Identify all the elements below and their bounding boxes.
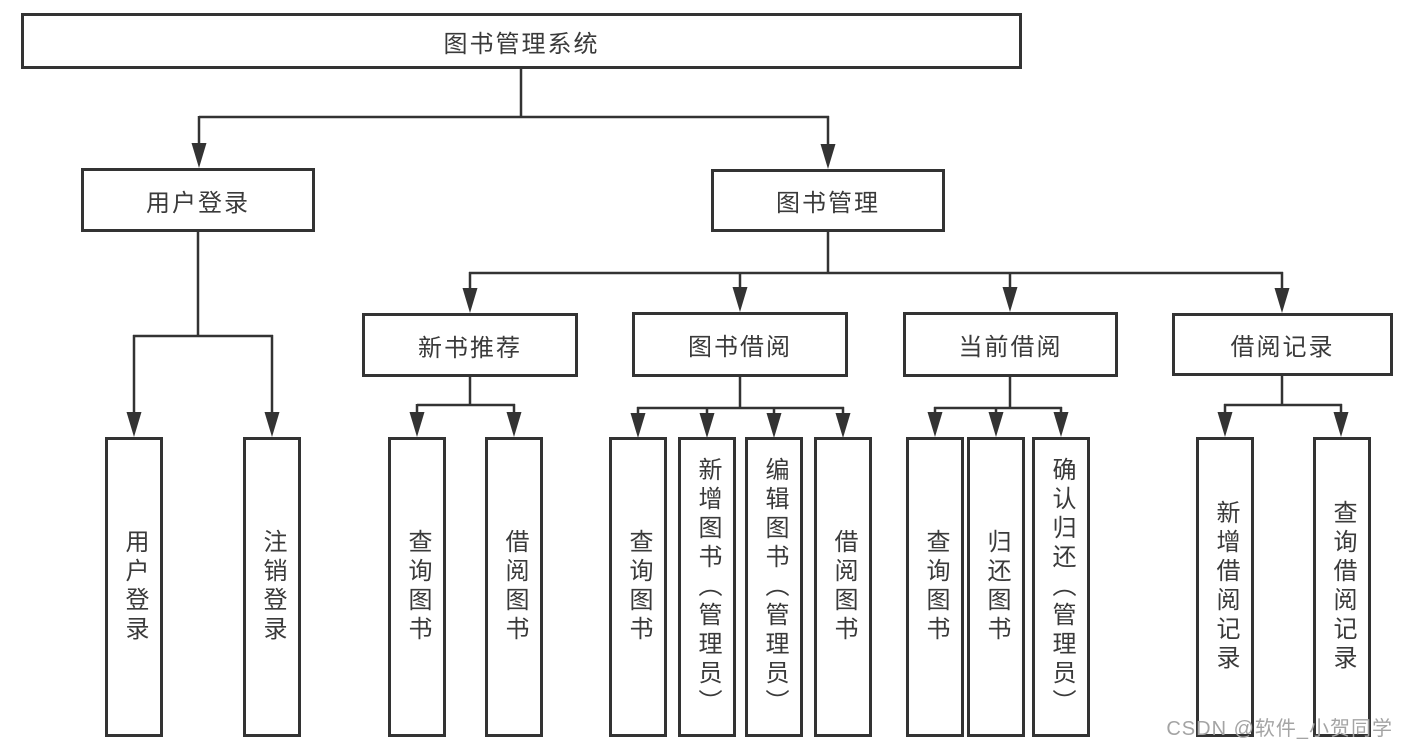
leaf-add-books-admin: 新增图书（管理员） [678,437,736,737]
arrowhead-icon [1333,412,1349,437]
node-book-borrow: 图书借阅 [632,312,848,377]
node-root: 图书管理系统 [21,13,1022,69]
node-label: 借阅记录 [1230,334,1335,361]
leaf-borrow-books-recommend: 借阅图书 [485,437,543,737]
node-label: 图书管理 [776,190,880,217]
node-label: 确认归还（管理员） [1048,456,1075,718]
arrowhead-icon [1217,412,1233,437]
arrowhead-icon [264,412,280,437]
arrowhead-icon [927,412,943,437]
node-label: 归还图书 [983,529,1010,645]
arrowhead-icon [835,413,851,438]
node-label: 编辑图书（管理员） [761,456,788,718]
node-label: 新书推荐 [418,334,522,362]
arrowhead-icon [191,143,207,168]
node-label: 新增借阅记录 [1212,500,1239,674]
leaf-query-books-recommend: 查询图书 [388,437,446,737]
leaf-user-login: 用户登录 [105,437,163,737]
node-current-borrow: 当前借阅 [903,312,1118,377]
node-label: 用户登录 [121,529,148,645]
arrowhead-icon [126,412,142,437]
node-label: 查询图书 [922,529,949,645]
node-user-login: 用户登录 [81,168,315,232]
node-label: 借阅图书 [501,529,528,645]
arrowhead-icon [630,413,646,438]
arrowhead-icon [1053,412,1069,437]
arrowhead-icon [732,287,748,312]
node-label: 当前借阅 [958,334,1063,361]
leaf-query-borrow-record: 查询借阅记录 [1313,437,1371,737]
leaf-confirm-return-admin: 确认归还（管理员） [1032,437,1090,737]
arrowhead-icon [766,413,782,438]
node-label: 借阅图书 [830,529,857,645]
arrowhead-icon [699,413,715,438]
node-label: 查询借阅记录 [1329,500,1356,674]
arrowhead-icon [1002,287,1018,312]
node-label: 查询图书 [404,529,431,645]
node-label: 查询图书 [625,529,652,645]
leaf-add-borrow-record: 新增借阅记录 [1196,437,1254,737]
leaf-return-books: 归还图书 [967,437,1025,737]
node-label: 图书管理系统 [443,30,600,58]
node-borrow-record: 借阅记录 [1172,313,1393,376]
node-label: 新增图书（管理员） [694,456,721,718]
arrowhead-icon [409,412,425,437]
arrowheads [126,143,1349,438]
node-new-book-recommend: 新书推荐 [362,313,578,377]
leaf-logout: 注销登录 [243,437,301,737]
arrowhead-icon [506,412,522,437]
arrowhead-icon [988,412,1004,437]
node-label: 注销登录 [259,529,286,645]
leaf-query-books-current: 查询图书 [906,437,964,737]
connector-lines [132,69,1343,415]
node-label: 图书借阅 [688,334,792,361]
node-label: 用户登录 [146,189,250,217]
arrowhead-icon [820,144,836,169]
csdn-watermark: CSDN @软件_小贺同学 [1166,718,1393,740]
leaf-query-books-borrow: 查询图书 [609,437,667,737]
node-book-management: 图书管理 [711,169,945,232]
leaf-edit-books-admin: 编辑图书（管理员） [745,437,803,737]
arrowhead-icon [1274,288,1290,313]
leaf-borrow-books: 借阅图书 [814,437,872,737]
arrowhead-icon [462,288,478,313]
